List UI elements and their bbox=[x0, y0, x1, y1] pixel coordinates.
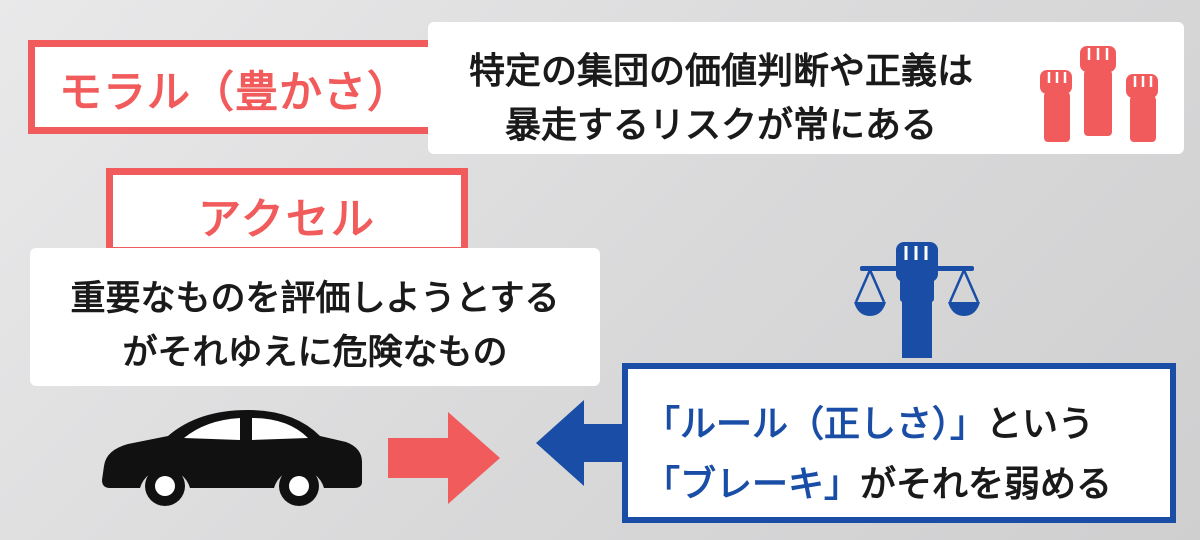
rule-line-1: 「ルール（正しさ）」という bbox=[644, 395, 1170, 447]
accelerator-label-box: アクセル bbox=[106, 168, 468, 254]
moral-desc-line-1: 特定の集団の価値判断や正義は bbox=[468, 51, 973, 92]
rule-connector: という bbox=[986, 404, 1095, 445]
accelerator-label: アクセル bbox=[198, 195, 376, 245]
moral-label-box: モラル（豊かさ） bbox=[28, 40, 442, 134]
brake-effect: がそれを弱める bbox=[860, 464, 1113, 505]
moral-desc-line-2: 暴走するリスクが常にある bbox=[504, 105, 937, 146]
accelerator-desc-line-1: 重要なものを評価しようとする bbox=[70, 279, 560, 319]
brake-term: 「ブレーキ」 bbox=[644, 464, 861, 505]
fist-scales-icon bbox=[854, 242, 980, 358]
car-icon bbox=[102, 410, 362, 506]
moral-label: モラル（豊かさ） bbox=[59, 68, 411, 118]
arrow-right-icon bbox=[388, 412, 500, 504]
accelerator-desc-line-2: がそれゆえに危険なもの bbox=[122, 333, 508, 373]
rule-brake-box: 「ルール（正しさ）」という 「ブレーキ」がそれを弱める bbox=[622, 363, 1176, 523]
arrow-left-icon bbox=[536, 400, 628, 486]
raised-fists-icon bbox=[1040, 46, 1158, 142]
moral-description-box: 特定の集団の価値判断や正義は 暴走するリスクが常にある bbox=[428, 22, 1184, 154]
rule-line-2: 「ブレーキ」がそれを弱める bbox=[644, 455, 1170, 507]
rule-term: 「ルール（正しさ）」 bbox=[644, 404, 987, 445]
accelerator-description-box: 重要なものを評価しようとする がそれゆえに危険なもの bbox=[30, 248, 600, 386]
